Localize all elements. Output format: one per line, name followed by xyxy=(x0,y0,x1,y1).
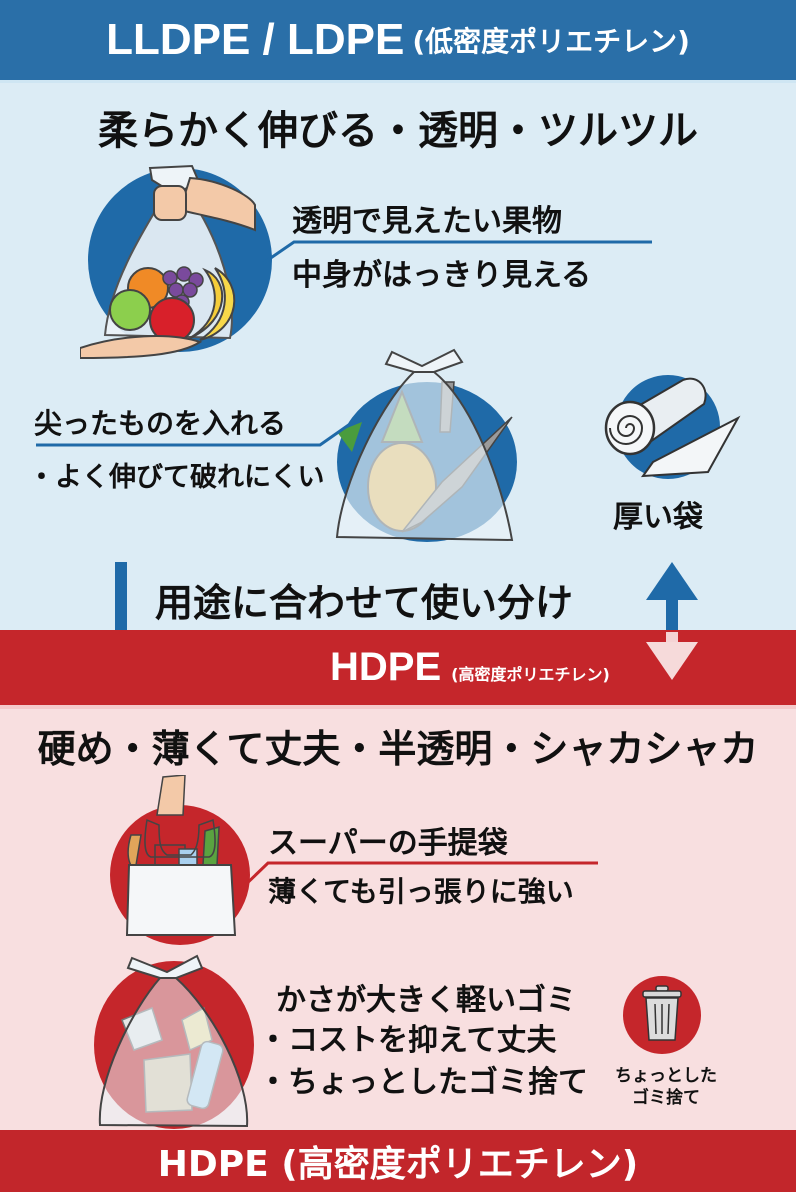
plastic-roll-icon xyxy=(604,375,741,479)
sharp-callout-line1: 尖ったものを入れる xyxy=(34,407,287,440)
shopping-callout-leader-line xyxy=(240,861,598,892)
trash-callout-line2: ・コストを抑えて丈夫 xyxy=(258,1023,557,1058)
shopping-callout-line2: 薄くても引っ張りに強い xyxy=(268,875,574,908)
fruit-bag-icon xyxy=(79,164,272,360)
up-arrow-icon xyxy=(646,562,698,600)
fruit-callout-line2: 中身がはっきり見える xyxy=(292,258,592,293)
hdpe-band-title: HDPE (高密度ポリエチレン) xyxy=(330,645,610,690)
right-arrow-blue-shaft xyxy=(666,598,678,632)
sharp-items-bag-illustration xyxy=(322,342,522,547)
shopping-bag-illustration xyxy=(95,774,265,945)
trash-icon-label-line1: ちょっとした xyxy=(615,1066,717,1086)
hdpe-subtitle: (高密度ポリエチレン) xyxy=(451,665,610,684)
footer-title: HDPE (高密度ポリエチレン) xyxy=(157,1144,639,1185)
garbage-bag-icon xyxy=(94,954,254,1129)
ldpe-heading: 柔らかく伸びる・透明・ツルツル xyxy=(98,108,698,154)
ldpe-subtitle: (低密度ポリエチレン) xyxy=(412,25,690,58)
ldpe-header-band: LLDPE / LDPE (低密度ポリエチレン) xyxy=(0,0,796,83)
fruit-callout-leader-line xyxy=(262,240,652,266)
left-arrow-blue-shaft xyxy=(115,562,127,632)
ldpe-title: LLDPE / LDPE xyxy=(106,15,405,64)
hdpe-heading: 硬め・薄くて丈夫・半透明・シャカシャカ xyxy=(37,727,759,771)
thick-bag-label: 厚い袋 xyxy=(613,500,703,535)
fruit-callout-line1: 透明で見えたい果物 xyxy=(292,204,562,239)
trash-icon-label-line2: ゴミ捨て xyxy=(632,1088,700,1108)
footer-band: HDPE (高密度ポリエチレン) xyxy=(0,1130,796,1192)
trash-can-icon xyxy=(642,985,682,1041)
trash-callout-line1: かさが大きく軽いゴミ xyxy=(276,983,576,1018)
thick-bag-roll-illustration xyxy=(598,372,748,482)
trash-callout-line3: ・ちょっとしたゴミ捨て xyxy=(258,1065,588,1100)
garbage-bag-illustration xyxy=(82,950,257,1130)
down-arrow-icon xyxy=(646,642,698,680)
shopping-bag-icon xyxy=(110,774,250,945)
sharp-callout-leader-line xyxy=(36,422,351,447)
fruit-bag-illustration xyxy=(79,160,280,360)
trash-bag-pineapple-knife-icon xyxy=(335,348,517,542)
trash-can-badge xyxy=(623,976,701,1054)
shopping-callout-line1: スーパーの手提袋 xyxy=(268,826,508,861)
sharp-callout-line2: ・よく伸びて破れにくい xyxy=(28,462,325,493)
hdpe-title: HDPE xyxy=(330,645,442,689)
usage-label: 用途に合わせて使い分け xyxy=(155,581,574,625)
